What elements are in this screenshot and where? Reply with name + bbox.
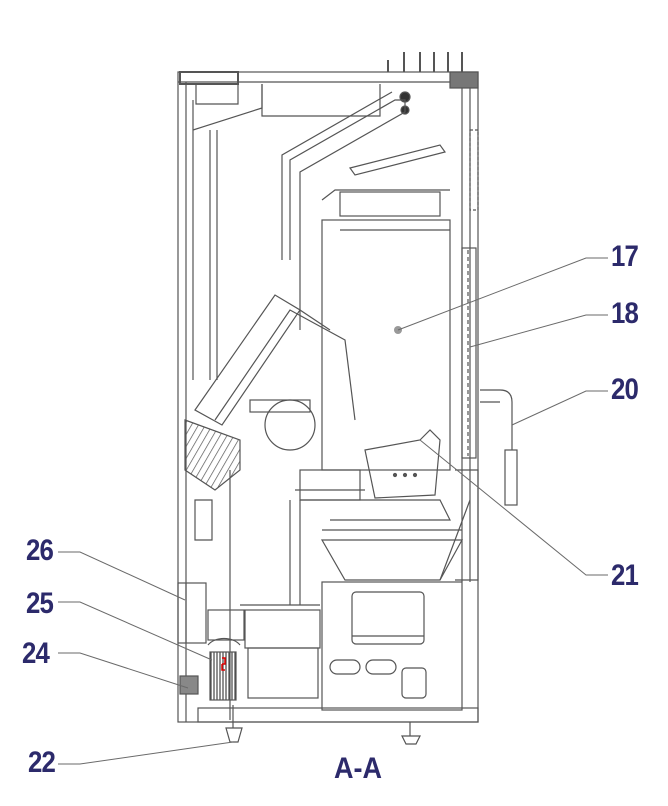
lower-door-window: [351, 591, 425, 645]
exhaust-fan-grille: [209, 651, 237, 701]
callout-24: 24: [22, 637, 50, 670]
callout-25: 25: [26, 587, 54, 620]
base-frame: [197, 707, 479, 723]
outlet-pipe: [480, 389, 513, 450]
pellet-auger: [194, 294, 356, 426]
callout-26: 26: [26, 534, 54, 567]
red-marker: [221, 657, 226, 671]
callout-18: 18: [611, 297, 639, 330]
callout-22: 22: [28, 746, 56, 779]
leader-line-20: [511, 390, 608, 426]
leader-line-24: [58, 652, 189, 689]
motor: [264, 399, 316, 451]
callout-20: 20: [611, 373, 639, 406]
outer-cabinet: [177, 71, 479, 723]
burner-pot: [364, 429, 441, 499]
leader-line-22: [58, 741, 234, 765]
callout-17: 17: [611, 240, 639, 273]
foot-left: [225, 705, 243, 743]
callout-21: 21: [611, 559, 639, 592]
leader-line-18: [469, 314, 608, 348]
leader-line-26: [58, 551, 186, 601]
foot-right: [401, 722, 421, 745]
leader-line-21: [419, 439, 608, 576]
ash-pan: [320, 539, 464, 581]
leader-line-17: [397, 257, 608, 331]
firebox: [321, 219, 451, 471]
control-box: [177, 582, 207, 644]
front-glass-door: [461, 247, 477, 459]
section-title: A-A: [334, 752, 382, 785]
leader-line-25: [58, 601, 213, 661]
